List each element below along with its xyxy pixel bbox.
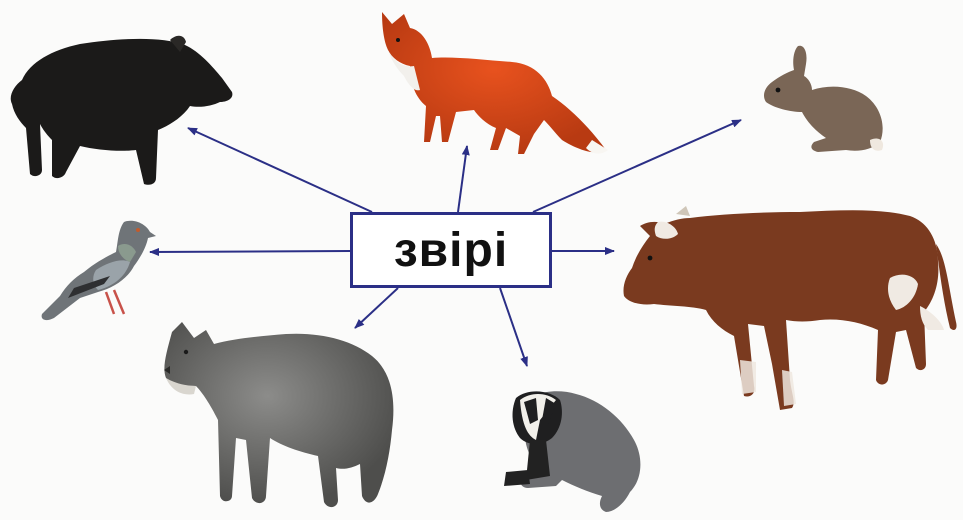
wolf-icon (164, 322, 394, 508)
arrow-to-fox (457, 145, 470, 213)
fox-icon (382, 12, 608, 154)
center-label: звірі (393, 223, 509, 277)
cow-icon (623, 206, 957, 410)
arrows (149, 119, 742, 367)
arrow-to-badger (499, 287, 528, 367)
rabbit-icon (764, 45, 884, 153)
arrow-to-pigeon (149, 247, 351, 256)
arrow-to-wolf (354, 287, 399, 329)
arrow-to-rabbit (532, 119, 742, 213)
pigeon-icon (41, 220, 157, 321)
boar-icon (10, 35, 233, 185)
badger-icon (504, 391, 641, 512)
arrow-to-boar (187, 127, 373, 213)
center-label-box: звірі (350, 212, 552, 288)
